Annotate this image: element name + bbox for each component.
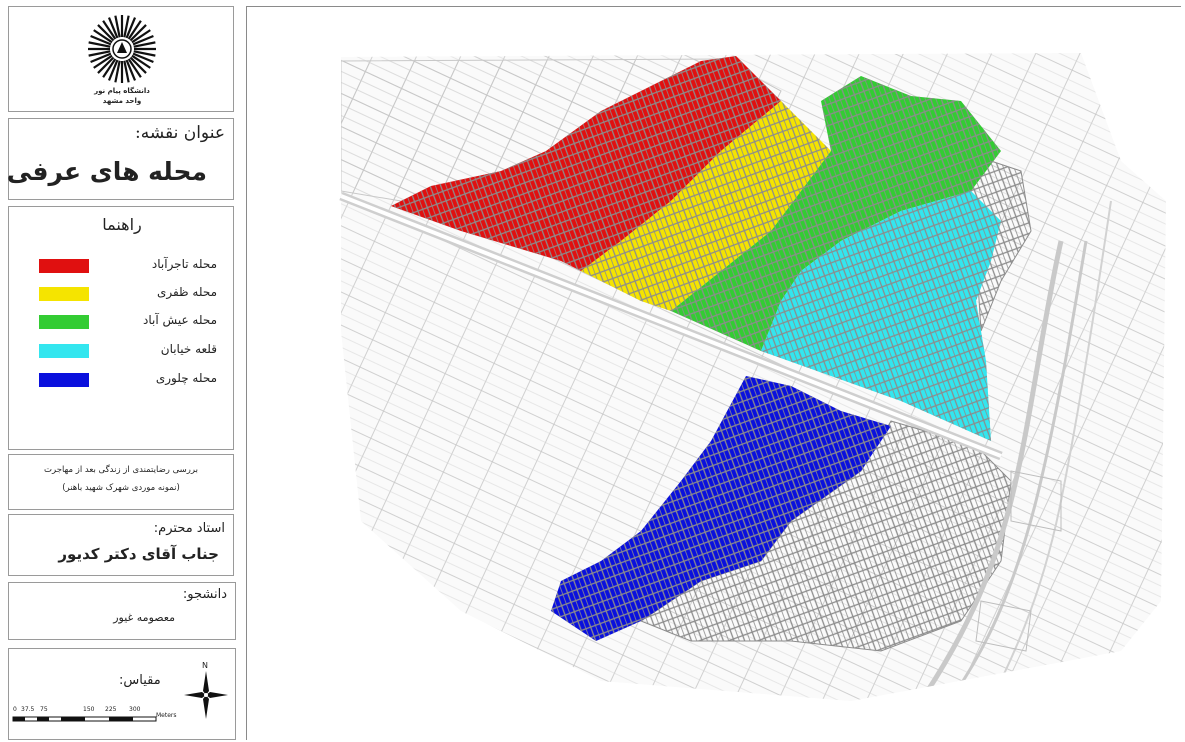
legend-panel: راهنما محله تاجرآباد محله ظفری محله عیش … xyxy=(8,206,234,450)
highway xyxy=(339,191,1003,461)
scale-unit: Meters xyxy=(156,712,177,719)
student-panel: دانشجو: معصومه غیور xyxy=(8,582,236,640)
sun-logo-icon xyxy=(88,15,156,83)
scale-panel: مقیاس: N 0 37.5 75 150 225 300 Meters xyxy=(8,648,236,740)
neighborhood-ghale-khiaban xyxy=(761,191,1001,441)
scale-tick-2: 75 xyxy=(40,706,48,713)
legend-swatch-chalouri xyxy=(39,373,89,387)
university-logo-panel: دانشگاه پیام نور واحد مشهد xyxy=(8,6,234,112)
scale-tick-3: 150 xyxy=(83,706,95,713)
legend-swatch-zafari xyxy=(39,287,89,301)
legend-label-ghale-khiaban: قلعه خیابان xyxy=(160,342,217,356)
study-title-line1: بررسی رضایتمندی از زندگی بعد از مهاجرت xyxy=(44,465,198,475)
map-frame xyxy=(246,6,1181,740)
north-label: N xyxy=(202,661,208,670)
university-name: دانشگاه پیام نور xyxy=(94,87,150,95)
neighborhood-map xyxy=(339,53,1166,701)
legend-swatch-tajerabad xyxy=(39,259,89,273)
student-label: دانشجو: xyxy=(182,587,227,602)
map-title-panel: عنوان نقشه: محله های عرفی xyxy=(6,118,234,200)
professor-panel: استاد محترم: جناب آقای دکتر کدیور xyxy=(8,514,234,576)
legend-swatch-ghale-khiaban xyxy=(39,344,89,358)
legend-label-eishabad: محله عیش آباد xyxy=(143,313,217,327)
university-branch: واحد مشهد xyxy=(102,97,142,105)
scale-bar xyxy=(12,716,157,722)
study-title-line2: (نمونه موردی شهرک شهید باهنر) xyxy=(62,483,180,493)
legend-label-chalouri: محله چلوری xyxy=(155,371,217,385)
scale-tick-1: 37.5 xyxy=(21,706,35,713)
neighborhood-eishabad xyxy=(671,76,1001,351)
legend-label-zafari: محله ظفری xyxy=(156,285,217,299)
neighborhood-zafari xyxy=(581,101,831,311)
scale-tick-5: 300 xyxy=(129,706,141,713)
north-arrow-icon xyxy=(184,671,228,719)
map-title-value: محله های عرفی xyxy=(6,157,207,186)
map-title-label: عنوان نقشه: xyxy=(134,123,225,143)
scale-label: مقیاس: xyxy=(119,673,161,688)
student-name: معصومه غیور xyxy=(113,611,175,624)
professor-name: جناب آقای دکتر کدیور xyxy=(58,545,219,563)
neighborhood-chalouri xyxy=(551,376,891,641)
professor-label: استاد محترم: xyxy=(153,521,225,536)
scale-tick-4: 225 xyxy=(105,706,117,713)
legend-title: راهنما xyxy=(102,215,142,234)
legend-label-tajerabad: محله تاجرآباد xyxy=(151,257,217,271)
scale-tick-0: 0 xyxy=(13,706,17,713)
neighborhood-tajerabad xyxy=(391,56,781,271)
legend-swatch-eishabad xyxy=(39,315,89,329)
study-title-panel: بررسی رضایتمندی از زندگی بعد از مهاجرت (… xyxy=(8,454,234,510)
